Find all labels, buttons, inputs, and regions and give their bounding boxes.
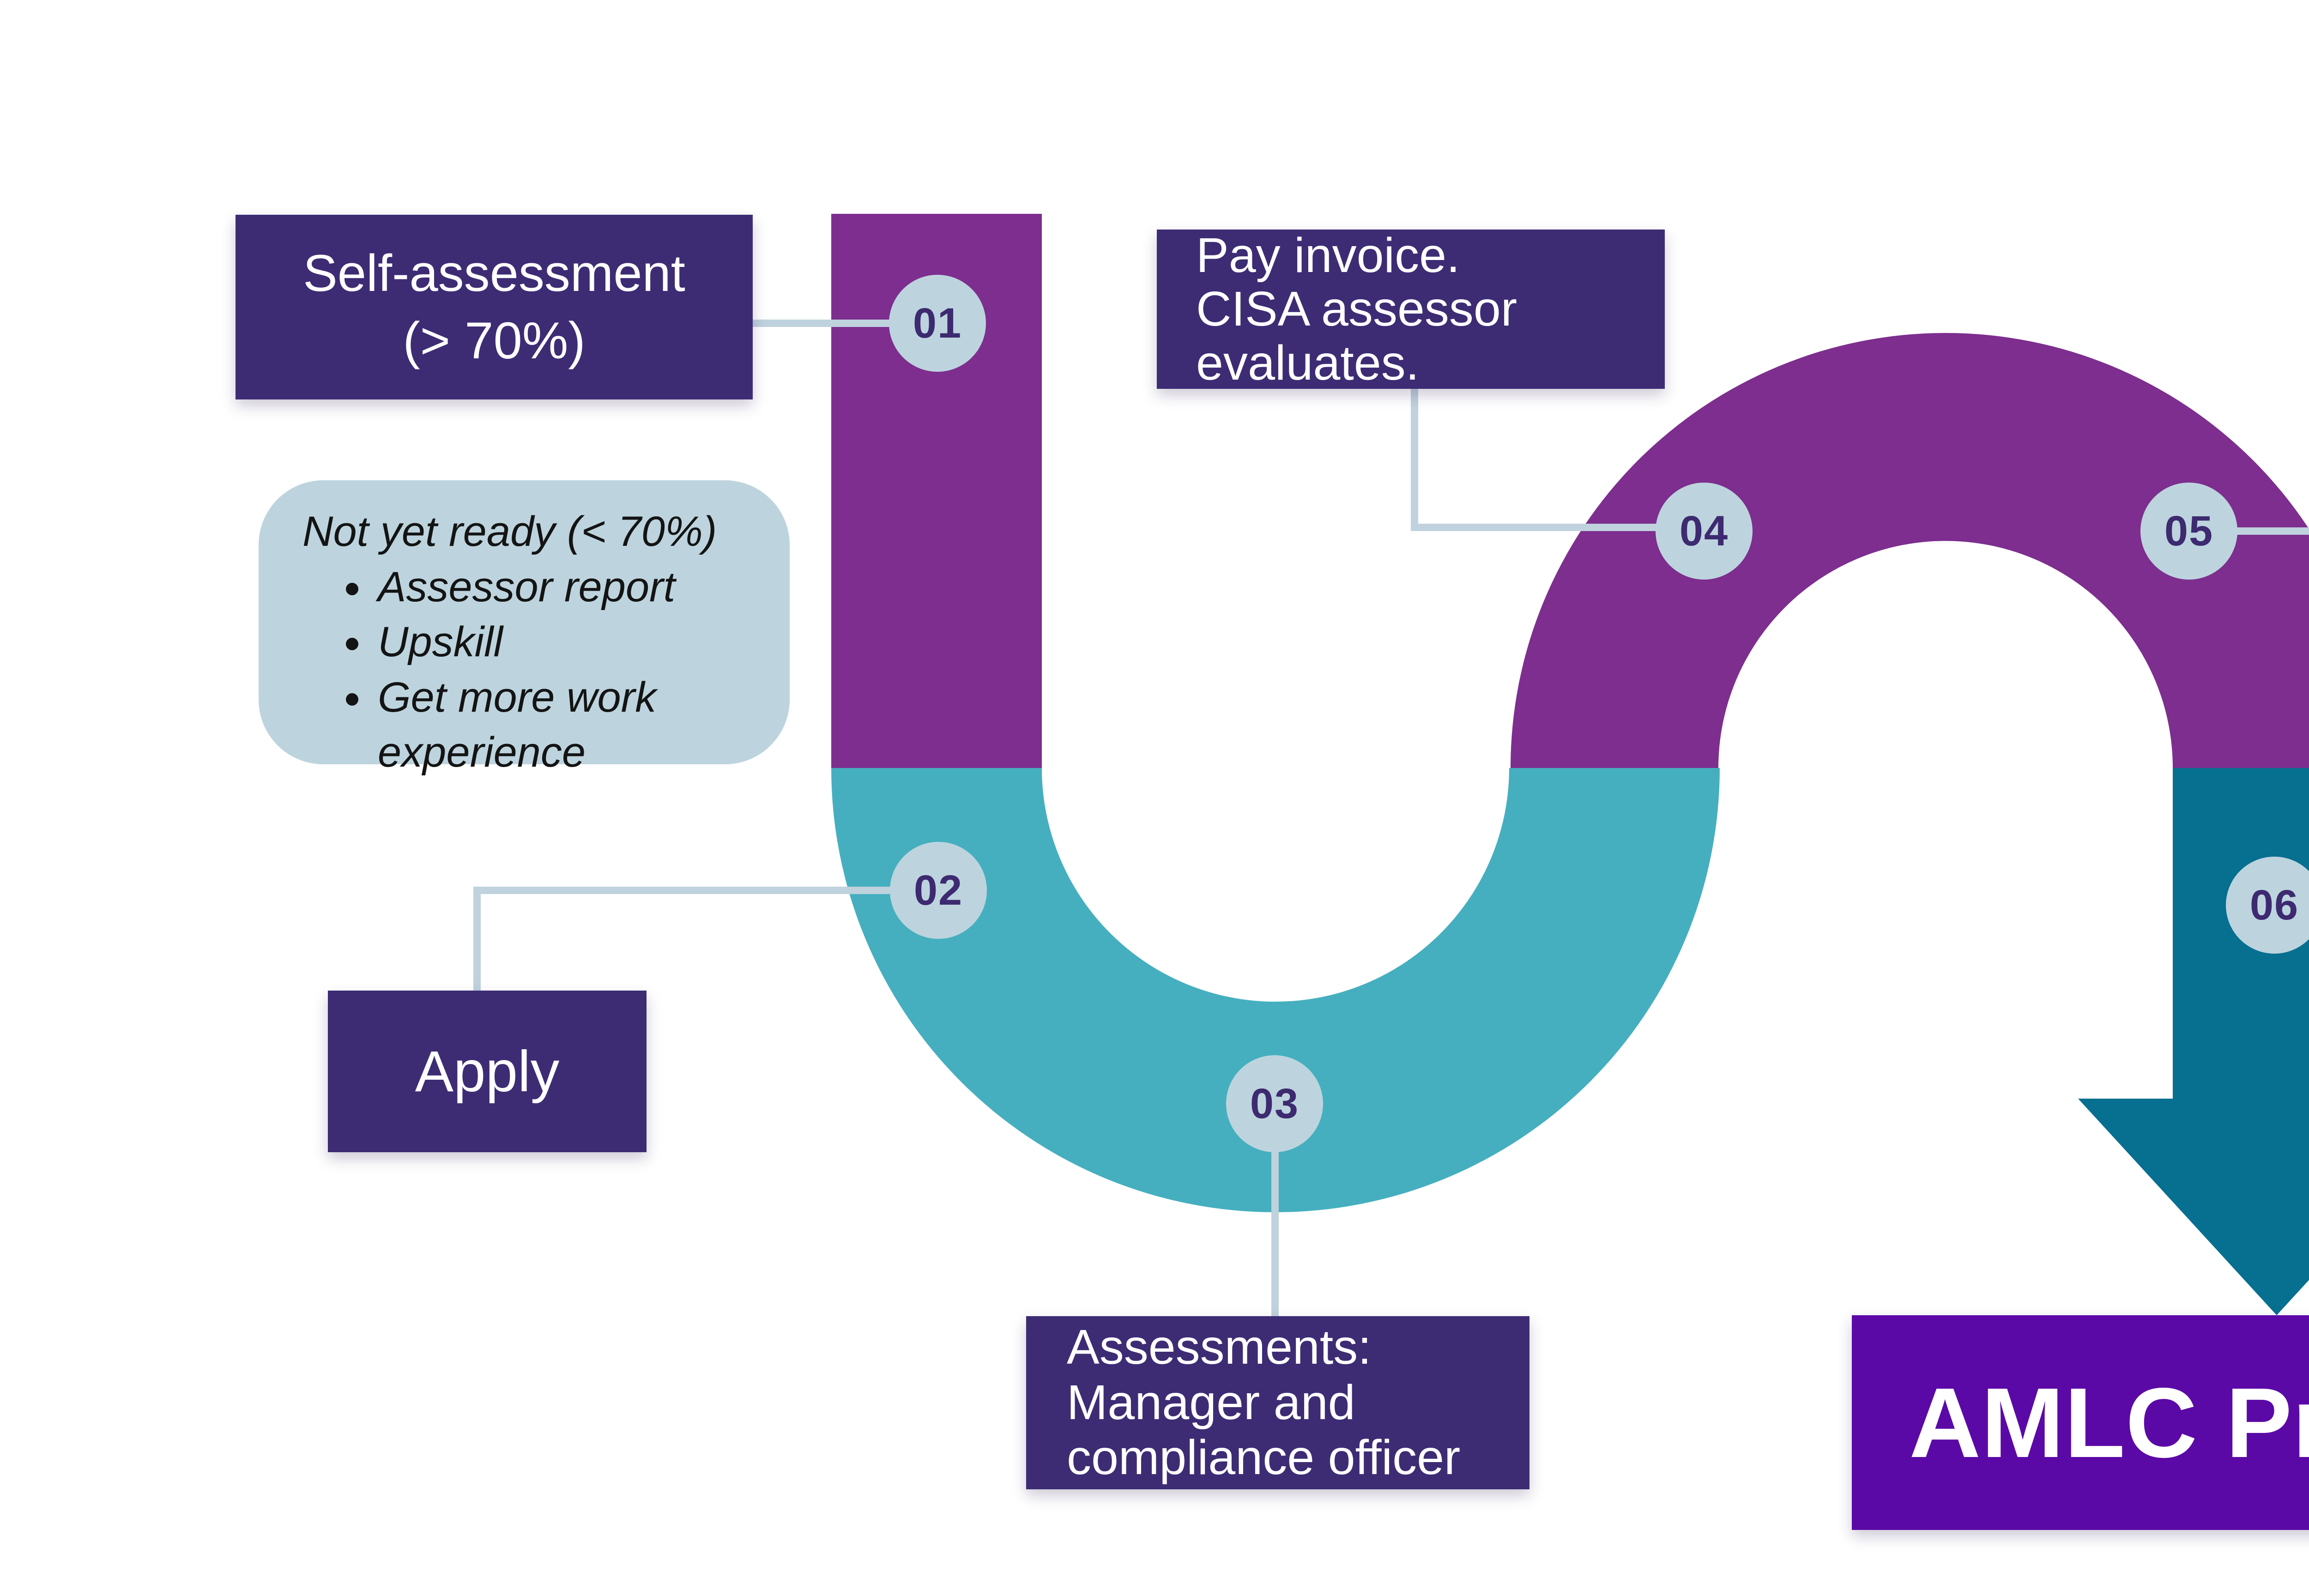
connector-step3-vertical (1271, 1144, 1279, 1318)
step-number: 05 (2164, 507, 2214, 555)
step-circle-06: 06 (2226, 857, 2309, 954)
note-bullet: Upskill (374, 615, 762, 670)
label-line: Self-assessment (303, 244, 685, 302)
step-number: 02 (913, 866, 963, 914)
label-line: evaluates. (1196, 335, 1420, 390)
step-number: 01 (913, 299, 962, 347)
connector-step5 (2235, 527, 2309, 535)
step-circle-02: 02 (890, 842, 987, 939)
assessments-box: Assessments: Manager and compliance offi… (1026, 1316, 1529, 1489)
label-line: CISA assessor (1196, 282, 1517, 337)
connector-step1 (752, 320, 890, 327)
label-line: (> 70%) (403, 312, 586, 369)
step-number: 06 (2249, 881, 2299, 929)
arrow-down-icon (2078, 1099, 2309, 1315)
step-number: 03 (1250, 1080, 1300, 1127)
path-segment-u-curve (831, 768, 1720, 1212)
note-bullet: Get more work experience (374, 670, 762, 780)
result-designation-box: AMLC Prac(SA) (1852, 1315, 2309, 1530)
step-circle-05: 05 (2140, 483, 2237, 580)
connector-step2-vertical (473, 887, 481, 993)
step-circle-03: 03 (1226, 1055, 1323, 1152)
path-segment-arch (1511, 333, 2309, 768)
label-line: Apply (415, 1039, 560, 1104)
step-circle-01: 01 (889, 275, 986, 372)
note-bullet: Assessor report (374, 560, 762, 615)
note-title: Not yet ready (< 70%) (302, 508, 717, 555)
label-line: Manager and (1067, 1375, 1355, 1430)
self-assessment-box: Self-assessment (> 70%) (236, 215, 753, 399)
label-line: Assessments: (1067, 1319, 1372, 1374)
step-circle-04: 04 (1656, 483, 1753, 580)
not-ready-note-box: Not yet ready (< 70%) Assessor report Up… (259, 480, 790, 776)
step-number: 04 (1679, 507, 1729, 555)
connector-step4-horizontal (1411, 524, 1660, 531)
connector-step4-vertical (1411, 386, 1418, 531)
note-bullet-list: Assessor report Upskill Get more work ex… (374, 560, 762, 780)
connector-step2-horizontal (473, 887, 898, 894)
result-label: AMLC Prac(SA) (1909, 1366, 2309, 1478)
pay-invoice-box: Pay invoice. CISA assessor evaluates. (1157, 228, 1665, 390)
apply-box: Apply (328, 991, 647, 1152)
label-line: compliance officer (1067, 1430, 1461, 1485)
label-line: Pay invoice. (1196, 228, 1460, 283)
